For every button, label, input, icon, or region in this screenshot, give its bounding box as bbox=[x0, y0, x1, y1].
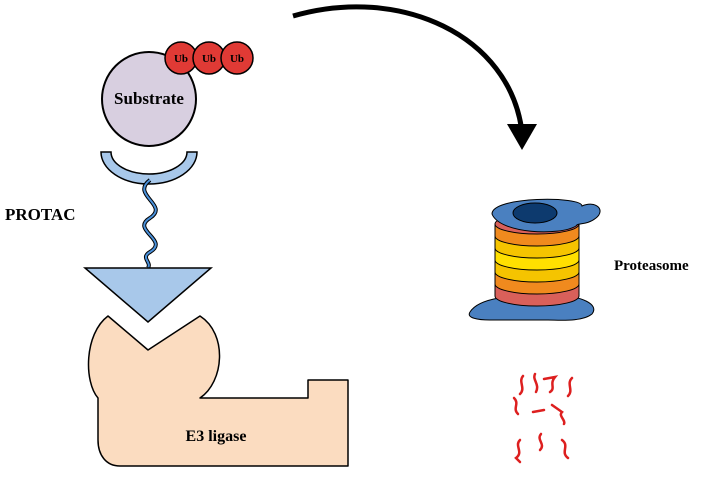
protac-cup bbox=[100, 151, 198, 185]
e3-ligase-label: E3 ligase bbox=[186, 428, 247, 445]
protac: PROTAC bbox=[5, 151, 214, 323]
e3-ligase: E3 ligase bbox=[87, 315, 349, 467]
ub-label: Ub bbox=[202, 53, 216, 65]
curved-arrow-icon bbox=[292, 4, 537, 150]
protac-label: PROTAC bbox=[5, 205, 76, 224]
substrate-label: Substrate bbox=[114, 89, 184, 108]
ub-label: Ub bbox=[174, 53, 188, 65]
protac-linker-inner bbox=[143, 179, 157, 269]
ub-label: Ub bbox=[230, 53, 244, 65]
e3-ligase-body bbox=[87, 315, 349, 467]
proteasome-label: Proteasome bbox=[614, 258, 689, 274]
ub-bead bbox=[220, 41, 254, 75]
ubiquitin-chain: Ub Ub Ub bbox=[164, 41, 254, 75]
protac-wedge bbox=[82, 267, 214, 323]
proteasome-icon: Proteasome bbox=[468, 198, 689, 321]
peptide-fragments-icon bbox=[512, 372, 574, 464]
substrate: Substrate bbox=[101, 51, 197, 147]
substrate-circle bbox=[101, 51, 197, 147]
